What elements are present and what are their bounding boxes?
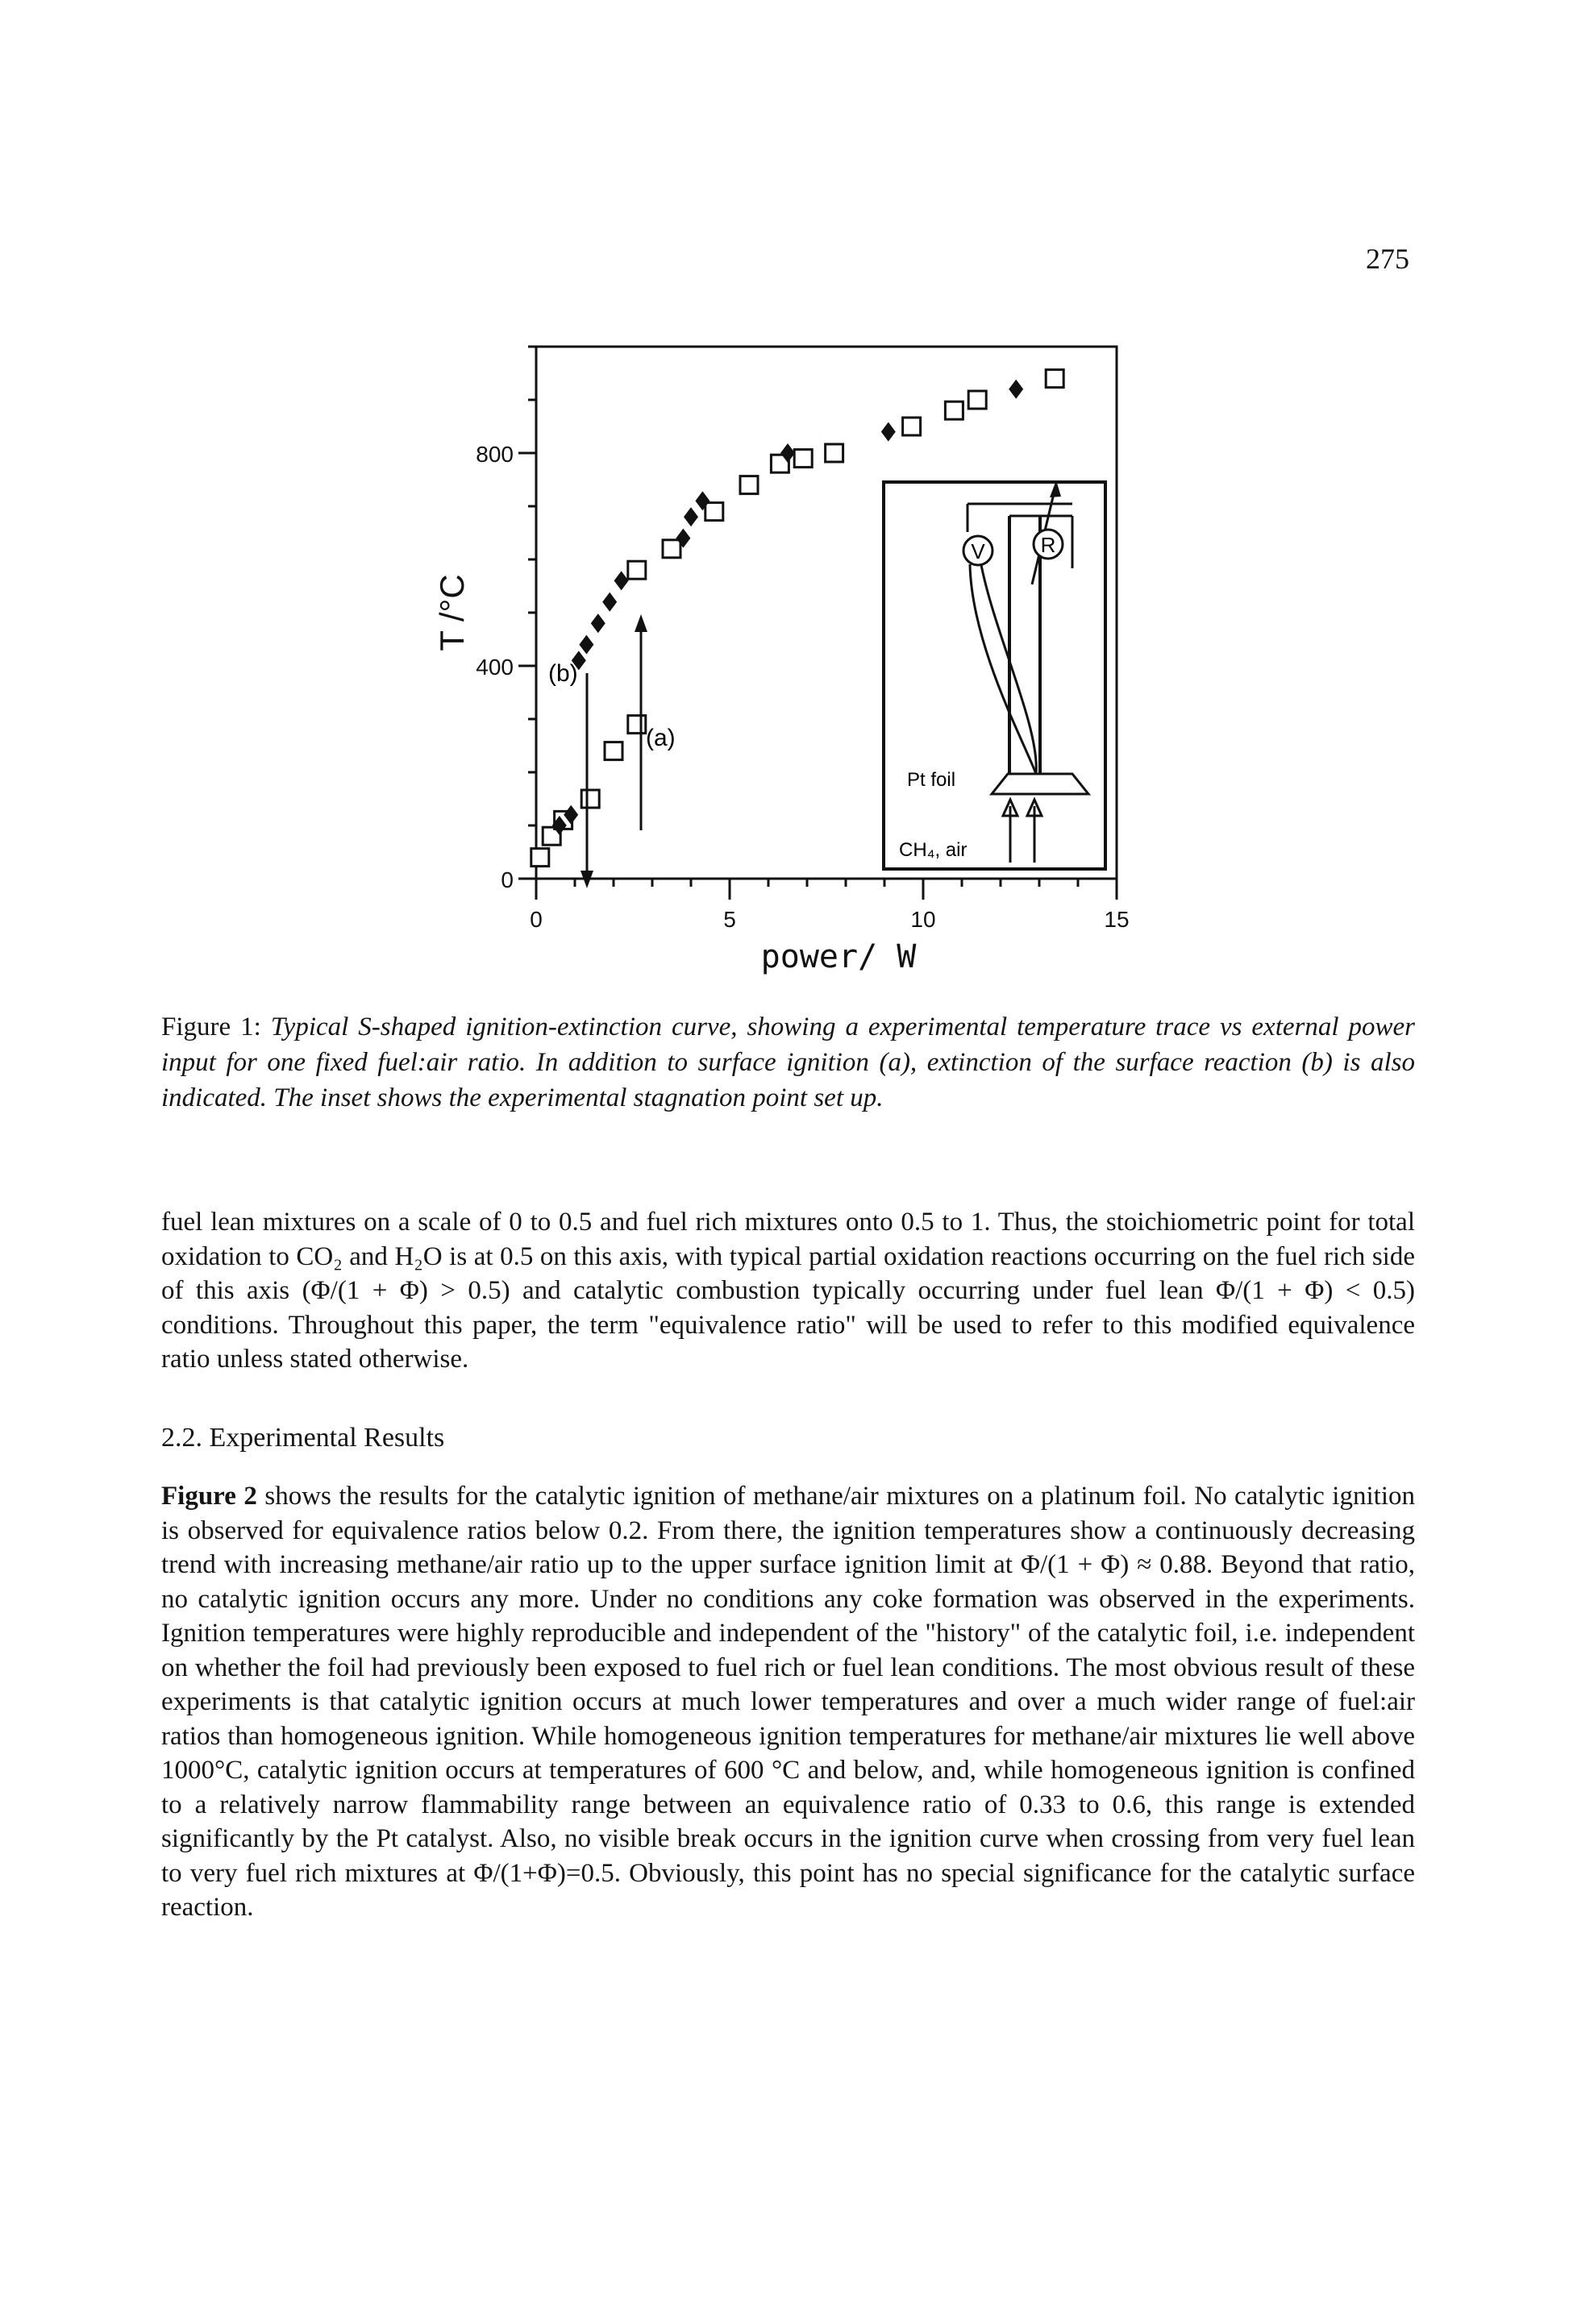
data-point-square <box>661 538 682 559</box>
data-point-diamond <box>614 571 629 591</box>
data-point-diamond <box>684 507 698 527</box>
data-point-square <box>580 788 601 809</box>
resistance-meter-circle <box>1032 528 1064 560</box>
data-point-diamond <box>579 634 594 655</box>
data-point-square <box>704 501 725 522</box>
x-tick-label: 5 <box>723 907 736 932</box>
extinction-arrow-head <box>581 871 593 888</box>
voltmeter-circle <box>962 534 994 567</box>
chart-marks <box>530 368 1065 868</box>
inset-frame <box>882 480 1107 871</box>
x-axis-label: power/ W <box>761 938 918 975</box>
inset-setup-diagram: V R Pt foil CH₄, air <box>882 480 1107 871</box>
data-point-square <box>1044 368 1065 389</box>
data-point-square <box>901 416 922 437</box>
y-tick-label: 800 <box>476 442 514 467</box>
section-heading: 2.2. Experimental Results <box>161 1423 445 1453</box>
voltmeter-label: V <box>971 539 985 563</box>
data-point-square <box>793 448 814 469</box>
x-tick-label: 0 <box>530 907 543 932</box>
resistance-meter-label: R <box>1041 533 1056 557</box>
paragraph-experimental-results: Figure 2 shows the results for the catal… <box>161 1479 1415 1925</box>
figure-1-chart: 0 400 800 0 5 10 15 power/ W T /°C V R Pt foil C… <box>433 345 1130 975</box>
data-point-square <box>541 825 562 846</box>
data-point-square <box>626 559 647 580</box>
data-point-square <box>967 389 988 410</box>
data-point-diamond <box>676 528 691 548</box>
data-point-diamond <box>880 422 896 442</box>
pt-foil-plate <box>988 772 1092 796</box>
pt-foil-label: Pt foil <box>907 769 955 791</box>
data-point-square <box>603 741 624 762</box>
ignition-arrow-head <box>635 614 647 632</box>
figure-caption: Figure 1: Typical S-shaped ignition-exti… <box>161 1009 1415 1116</box>
data-point-diamond <box>590 613 605 634</box>
x-tick-label: 10 <box>910 907 935 932</box>
flow-arrow-left-head <box>1001 796 1020 817</box>
data-point-square <box>739 475 759 496</box>
data-point-diamond <box>780 443 795 463</box>
data-point-diamond <box>602 592 618 612</box>
gas-inlet-label: CH₄, air <box>899 839 967 861</box>
data-point-diamond <box>1009 379 1024 399</box>
data-point-square <box>943 400 964 421</box>
chart-annotations: (a) (b) <box>548 614 676 888</box>
paragraph-experimental-results-text: shows the results for the catalytic igni… <box>161 1482 1415 1922</box>
caption-label: Figure 1: <box>161 1012 261 1041</box>
data-point-square <box>626 714 647 735</box>
annotation-extinction-label: (b) <box>548 660 578 687</box>
x-tick-label: 15 <box>1104 907 1129 932</box>
y-tick-label: 0 <box>501 867 514 892</box>
chart-axes: 0 400 800 0 5 10 15 power/ W T /°C <box>433 345 1130 975</box>
annotation-ignition-label: (a) <box>646 725 676 751</box>
flow-arrow-right-head <box>1025 796 1044 817</box>
caption-text: Typical S-shaped ignition-extinction cur… <box>161 1012 1415 1112</box>
data-point-square <box>530 847 551 868</box>
data-point-diamond <box>571 651 586 671</box>
data-point-diamond <box>564 804 579 825</box>
plot-frame <box>535 345 1118 880</box>
y-tick-label: 400 <box>476 655 514 680</box>
data-point-square <box>824 443 845 464</box>
page-number: 275 <box>1366 243 1409 275</box>
data-point-diamond <box>551 816 567 835</box>
resistor-arrowhead <box>1050 480 1061 497</box>
data-point-square <box>769 453 790 474</box>
y-axis-label: T /°C <box>433 574 471 651</box>
figure-2-reference: Figure 2 <box>161 1482 257 1511</box>
paragraph-equivalence-ratio: fuel lean mixtures on a scale of 0 to 0.… <box>161 1208 1415 1374</box>
data-point-diamond <box>695 491 710 511</box>
lead-wire <box>968 555 1038 775</box>
